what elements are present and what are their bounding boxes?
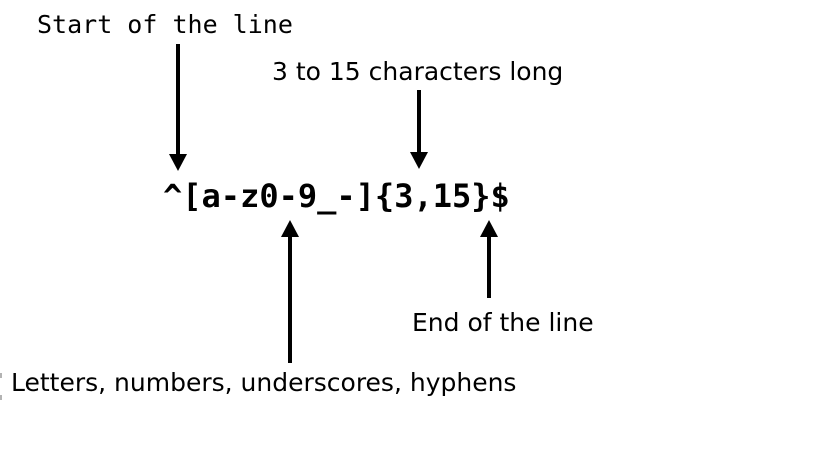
- arrow-shaft: [487, 233, 491, 298]
- arrow-up-to-character-class-icon: [280, 220, 300, 363]
- arrow-down-to-quantifier-icon: [409, 90, 429, 169]
- arrow-head: [281, 220, 299, 237]
- arrow-head: [169, 154, 187, 171]
- arrow-head: [410, 152, 428, 169]
- arrow-down-to-caret-icon: [168, 44, 188, 171]
- arrow-shaft: [417, 90, 421, 156]
- arrow-shaft: [288, 233, 292, 363]
- annotation-label-end-of-line: End of the line: [412, 308, 594, 337]
- arrow-up-to-dollar-icon: [479, 220, 499, 298]
- annotation-label-character-class: Letters, numbers, underscores, hyphens: [11, 368, 517, 397]
- left-edge-crop-artifact: [0, 395, 2, 400]
- arrow-shaft: [176, 44, 180, 158]
- annotation-label-length: 3 to 15 characters long: [272, 57, 564, 86]
- arrow-head: [480, 220, 498, 237]
- annotation-label-start-of-line: Start of the line: [37, 10, 293, 39]
- left-edge-crop-artifact: [0, 373, 2, 378]
- regex-pattern-text: ^[a-z0-9_-]{3,15}$: [163, 177, 510, 215]
